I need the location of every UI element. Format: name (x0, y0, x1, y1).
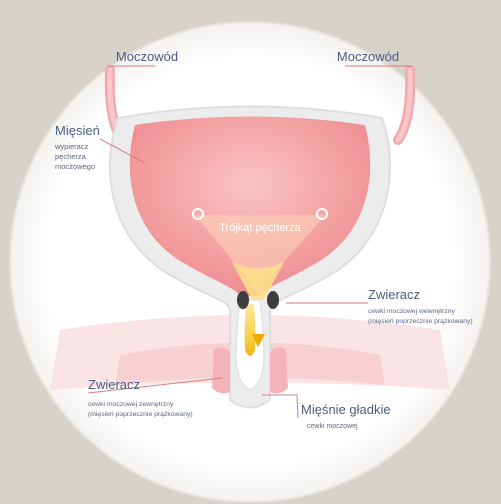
label-smooth-muscle-sub: cewki moczowej (307, 423, 358, 430)
label-smooth-muscle-title: Mięśnie gładkie (301, 402, 391, 417)
label-external-sphincter-sub-2: (mięsień poprzecznie prążkowany) (88, 411, 193, 418)
internal-sphincter-right (267, 291, 279, 309)
label-ureter-left: Moczowód (116, 49, 178, 64)
label-detrusor-sub-2: pęcherza (55, 152, 87, 161)
label-internal-sphincter-title: Zwieracz (368, 287, 420, 302)
label-external-sphincter-title: Zwieracz (88, 377, 140, 392)
urethra-lumen (245, 304, 256, 356)
internal-sphincter-left (237, 291, 249, 309)
label-trigone: Trójkąt pęcherza (219, 222, 301, 234)
label-internal-sphincter-sub-1: cewki moczowej wewnętrzny (368, 308, 455, 315)
label-ureter-right: Moczowód (337, 49, 399, 64)
label-detrusor-sub-1: wypieracz (54, 142, 89, 151)
label-external-sphincter-sub-1: cewki moczowej zewnętrzny (88, 401, 174, 408)
external-sphincter-left (212, 347, 230, 393)
label-detrusor-title: Mięsień (55, 123, 100, 138)
label-detrusor-sub-3: moczowego (55, 162, 95, 171)
label-internal-sphincter-sub-2: (mięsień poprzecznie prążkowany) (368, 318, 473, 325)
external-sphincter-right (270, 347, 288, 393)
